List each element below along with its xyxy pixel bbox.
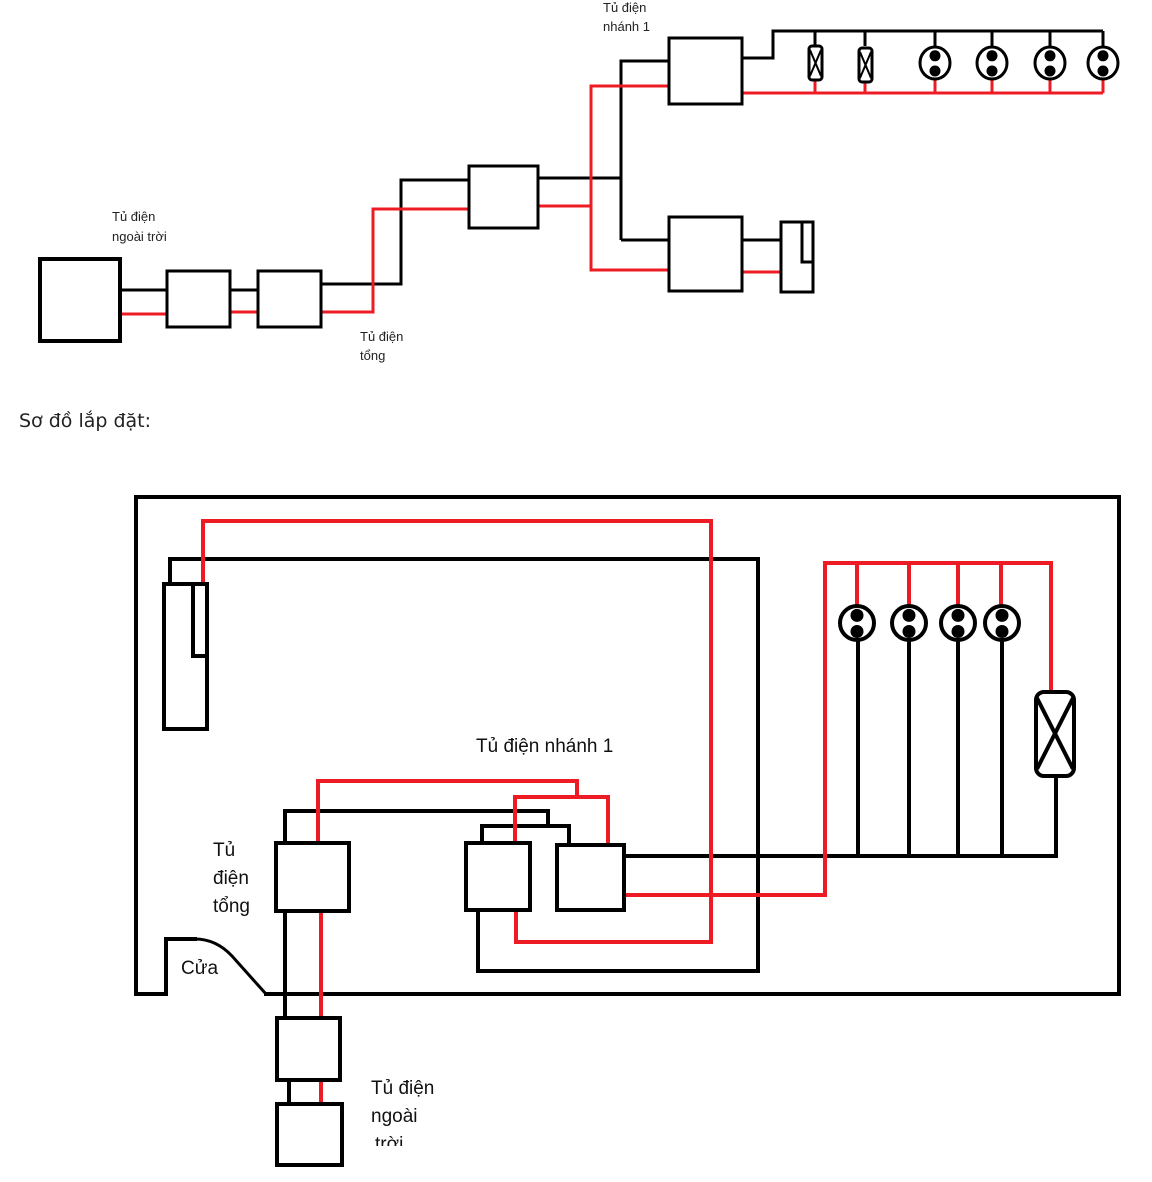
schematic-main-panel	[256, 269, 323, 329]
schematic-appliance-icon	[779, 220, 815, 294]
install-main-panel	[274, 841, 351, 913]
schematic-branch-panel-label: Tủ điện	[603, 0, 646, 15]
socket-icon	[1086, 45, 1120, 81]
schematic-outdoor-panel	[38, 257, 122, 343]
schematic-branch-panel-label: nhánh 1	[603, 19, 650, 34]
socket-icon	[975, 45, 1009, 81]
socket-icon	[918, 45, 952, 81]
install-outdoor-panel-label: trời	[375, 1134, 403, 1155]
install-appliance-icon	[162, 582, 209, 731]
install-branch-panel-label: Tủ điện nhánh 1	[476, 736, 613, 757]
install-outdoor-panel-label: Tủ điện	[371, 1078, 434, 1099]
install-outdoor-panel-label: ngoài	[371, 1106, 418, 1127]
door-outline	[164, 937, 269, 997]
socket-icon	[939, 604, 977, 642]
install-live-wires	[201, 519, 1053, 1106]
schematic-light-fixture-icon	[807, 44, 824, 82]
schematic-main-panel-label: tổng	[360, 348, 385, 363]
socket-icon	[838, 604, 876, 642]
socket-icon	[983, 604, 1021, 642]
installation-diagram: Tủ điện nhánh 1 Tủ điện tổng Cửa Tủ điện…	[134, 495, 1121, 1167]
schematic-neutral-wires	[121, 29, 1105, 292]
section-heading: Sơ đồ lắp đặt:	[19, 410, 152, 432]
install-main-panel-label: Tủ	[213, 840, 235, 861]
schematic-branch-panel-2	[667, 215, 744, 293]
schematic-live-wires	[121, 80, 1105, 316]
schematic-outdoor-panel-label: ngoài trời	[112, 229, 167, 244]
socket-icon	[1033, 45, 1067, 81]
schematic-distribution-box	[467, 164, 540, 230]
install-main-panel-label: điện	[213, 868, 249, 889]
schematic-main-panel-label: Tủ điện	[360, 329, 403, 344]
install-branch-panel-a	[464, 841, 532, 912]
install-light-fixture-icon	[1034, 690, 1076, 778]
schematic-diagram: Tủ điện ngoài trời Tủ điện tổng Tủ điện …	[38, 0, 1120, 363]
door-label: Cửa	[181, 958, 218, 979]
install-meter-box	[275, 1016, 342, 1082]
socket-icon	[890, 604, 928, 642]
install-main-panel-label: tổng	[213, 896, 250, 917]
install-outdoor-panel	[275, 1102, 344, 1167]
schematic-outdoor-panel-label: Tủ điện	[112, 209, 155, 224]
schematic-light-fixture-icon	[857, 46, 874, 84]
install-branch-panel-b	[555, 843, 626, 912]
install-neutral-wires	[168, 557, 1058, 1106]
schematic-branch-panel-1	[667, 36, 744, 106]
schematic-meter-box	[165, 269, 232, 329]
